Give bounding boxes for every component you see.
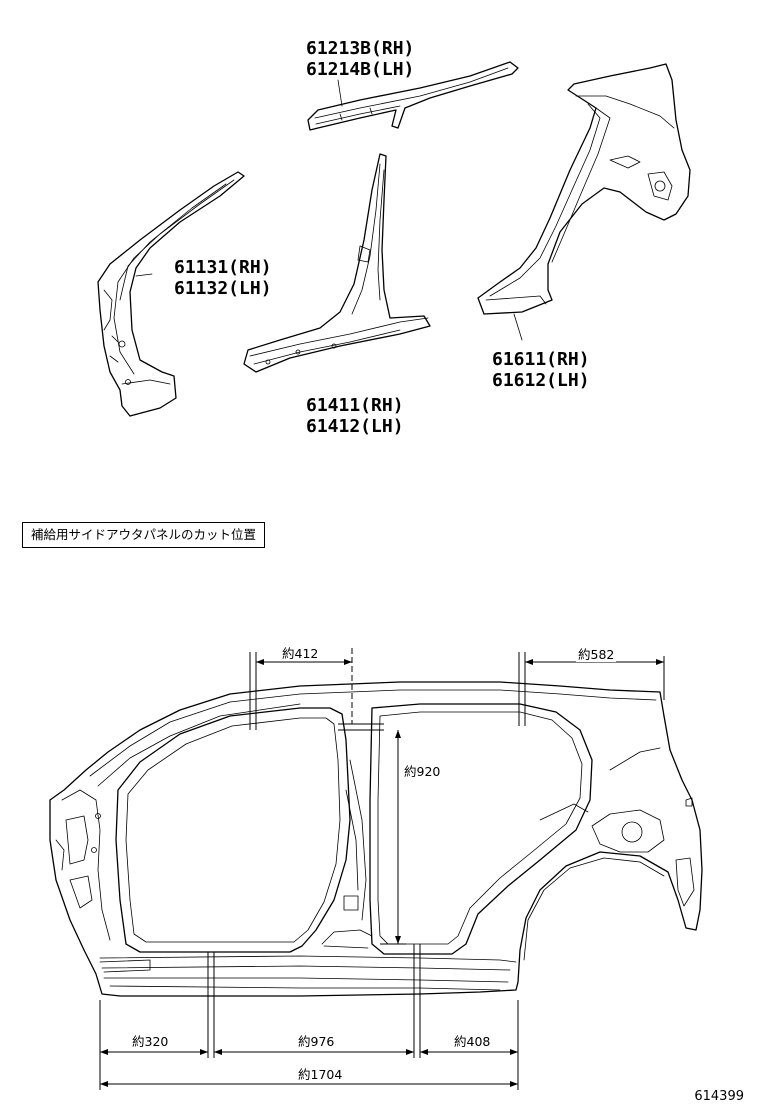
roof-rail-part xyxy=(307,61,519,131)
part-label-roof-rail: 61213B(RH) 61214B(LH) xyxy=(306,38,414,80)
dimension-top-front: 約412 xyxy=(280,646,321,661)
part-number-lh: 61214B(LH) xyxy=(306,59,415,80)
figure-number: 614399 xyxy=(694,1089,744,1104)
leader-front-pillar xyxy=(135,273,153,277)
dimension-bottom-mid: 約976 xyxy=(296,1034,337,1049)
dimension-lines xyxy=(99,648,665,1090)
part-number-rh: 61131(RH) xyxy=(174,257,272,278)
center-pillar-part xyxy=(243,153,431,373)
dimension-bottom-front: 約320 xyxy=(130,1034,171,1049)
cut-position-note: 補給用サイドアウタパネルのカット位置 xyxy=(22,522,266,548)
part-number-lh: 61412(LH) xyxy=(306,416,404,437)
leader-quarter-panel xyxy=(513,313,523,341)
quarter-panel-part xyxy=(477,63,691,315)
part-label-quarter-panel: 61611(RH) 61612(LH) xyxy=(492,349,590,391)
part-number-rh: 61213B(RH) xyxy=(306,38,415,59)
part-label-front-pillar: 61131(RH) 61132(LH) xyxy=(174,257,272,299)
cut-lines xyxy=(207,652,526,1058)
part-number-lh: 61612(LH) xyxy=(492,370,590,391)
dimension-top-rear: 約582 xyxy=(576,647,617,662)
part-number-rh: 61611(RH) xyxy=(492,349,590,370)
part-number-lh: 61132(LH) xyxy=(174,278,272,299)
leader-roof-rail xyxy=(337,79,343,107)
side-outer-panel xyxy=(49,681,703,997)
front-pillar-part xyxy=(97,171,245,417)
dimension-overall: 約1704 xyxy=(296,1067,345,1082)
dimension-bottom-rear: 約408 xyxy=(452,1034,493,1049)
part-number-rh: 61411(RH) xyxy=(306,395,404,416)
dimension-height: 約920 xyxy=(402,764,443,779)
part-label-center-pillar: 61411(RH) 61412(LH) xyxy=(306,395,404,437)
